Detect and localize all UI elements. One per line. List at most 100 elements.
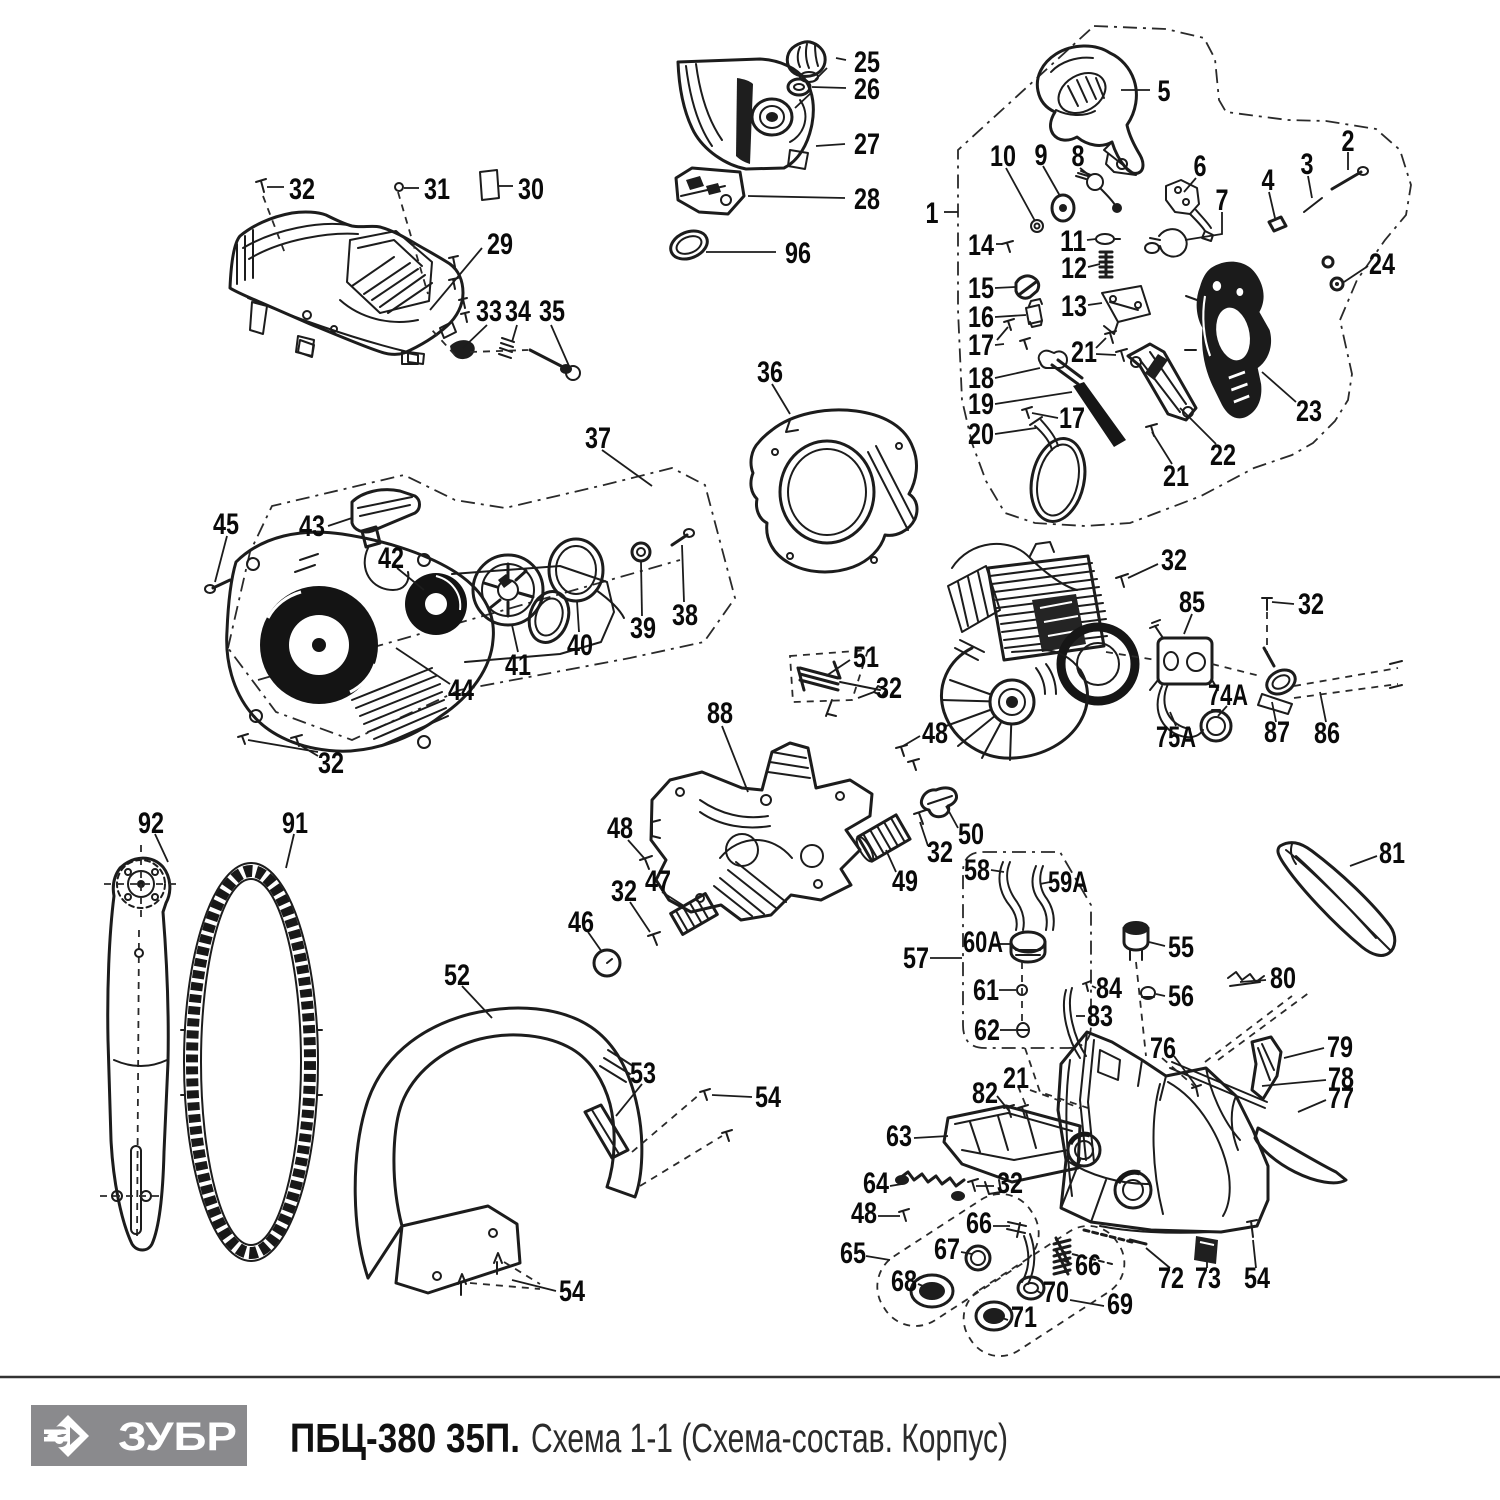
svg-text:53: 53 [630,1057,656,1090]
svg-text:16: 16 [968,301,994,334]
svg-text:22: 22 [1210,439,1236,472]
svg-text:4: 4 [1262,164,1275,197]
svg-text:38: 38 [672,599,698,632]
svg-text:31: 31 [424,173,450,206]
svg-text:32: 32 [611,875,637,908]
svg-text:32: 32 [289,173,315,206]
svg-text:45: 45 [213,508,239,541]
svg-text:55: 55 [1168,931,1194,964]
svg-text:62: 62 [974,1014,1000,1047]
svg-text:71: 71 [1011,1301,1037,1334]
svg-text:86: 86 [1314,717,1340,750]
svg-text:54: 54 [559,1275,585,1308]
svg-text:10: 10 [990,140,1016,173]
svg-text:29: 29 [487,228,513,261]
svg-text:3: 3 [1301,148,1314,181]
svg-text:32: 32 [997,1167,1023,1200]
svg-text:61: 61 [973,974,999,1007]
svg-text:42: 42 [378,542,404,575]
svg-text:91: 91 [282,807,308,840]
svg-text:48: 48 [607,812,633,845]
svg-text:25: 25 [854,46,880,79]
svg-text:5: 5 [1158,75,1171,108]
svg-text:75A: 75A [1156,721,1196,754]
svg-text:52: 52 [444,959,470,992]
svg-text:26: 26 [854,73,880,106]
svg-text:68: 68 [891,1265,917,1298]
svg-text:32: 32 [927,836,953,869]
svg-text:82: 82 [972,1077,998,1110]
svg-text:60A: 60A [963,926,1003,959]
svg-text:57: 57 [903,942,929,975]
svg-text:96: 96 [785,237,811,270]
svg-text:11: 11 [1060,225,1086,258]
svg-text:51: 51 [853,641,879,674]
svg-text:36: 36 [757,356,783,389]
svg-text:81: 81 [1379,837,1405,870]
svg-text:39: 39 [630,612,656,645]
svg-text:69: 69 [1107,1288,1133,1321]
svg-text:34: 34 [505,295,531,328]
svg-text:67: 67 [934,1233,960,1266]
svg-text:40: 40 [567,629,593,662]
svg-text:46: 46 [568,906,594,939]
svg-text:19: 19 [968,388,994,421]
svg-text:2: 2 [1342,125,1355,158]
svg-text:54: 54 [755,1081,781,1114]
svg-text:63: 63 [886,1120,912,1153]
svg-text:32: 32 [1161,544,1187,577]
svg-text:37: 37 [585,422,611,455]
svg-text:ПБЦ-380 35П.: ПБЦ-380 35П. [290,1415,520,1461]
svg-text:56: 56 [1168,980,1194,1013]
svg-text:27: 27 [854,128,880,161]
svg-text:13: 13 [1061,290,1087,323]
svg-text:6: 6 [1194,150,1207,183]
svg-text:66: 66 [1075,1249,1101,1282]
svg-text:77: 77 [1328,1082,1354,1115]
svg-text:1: 1 [926,197,939,230]
svg-text:72: 72 [1158,1262,1184,1295]
svg-text:17: 17 [968,329,994,362]
svg-text:88: 88 [707,697,733,730]
svg-text:23: 23 [1296,395,1322,428]
svg-text:ЗУБР: ЗУБР [118,1415,237,1459]
svg-text:78: 78 [1328,1062,1354,1095]
svg-text:92: 92 [138,807,164,840]
svg-text:84: 84 [1096,972,1122,1005]
svg-text:48: 48 [851,1197,877,1230]
svg-text:20: 20 [968,418,994,451]
svg-text:83: 83 [1087,1000,1113,1033]
svg-text:8: 8 [1072,140,1085,173]
svg-text:24: 24 [1369,248,1395,281]
svg-text:74A: 74A [1208,679,1248,712]
svg-text:50: 50 [958,818,984,851]
svg-text:79: 79 [1327,1031,1353,1064]
svg-text:15: 15 [968,272,994,305]
svg-text:66: 66 [966,1207,992,1240]
svg-text:18: 18 [968,362,994,395]
svg-text:44: 44 [448,674,474,707]
svg-text:41: 41 [505,649,531,682]
svg-text:Схема 1-1 (Схема-состав. Корпу: Схема 1-1 (Схема-состав. Корпус) [531,1415,1008,1461]
svg-text:12: 12 [1061,252,1087,285]
svg-text:35: 35 [539,295,565,328]
svg-text:14: 14 [968,229,994,262]
svg-text:58: 58 [964,854,990,887]
svg-text:65: 65 [840,1237,866,1270]
svg-text:85: 85 [1179,586,1205,619]
svg-text:43: 43 [299,510,325,543]
svg-text:32: 32 [318,747,344,780]
svg-text:64: 64 [863,1167,889,1200]
svg-text:87: 87 [1264,716,1290,749]
svg-text:59A: 59A [1048,866,1088,899]
svg-text:17: 17 [1059,402,1085,435]
svg-text:7: 7 [1216,184,1229,217]
svg-text:49: 49 [892,865,918,898]
svg-text:21: 21 [1071,336,1097,369]
svg-text:21: 21 [1003,1062,1029,1095]
svg-text:54: 54 [1244,1262,1270,1295]
svg-text:48: 48 [922,717,948,750]
svg-text:70: 70 [1043,1276,1069,1309]
svg-text:73: 73 [1195,1262,1221,1295]
svg-text:76: 76 [1150,1032,1176,1065]
